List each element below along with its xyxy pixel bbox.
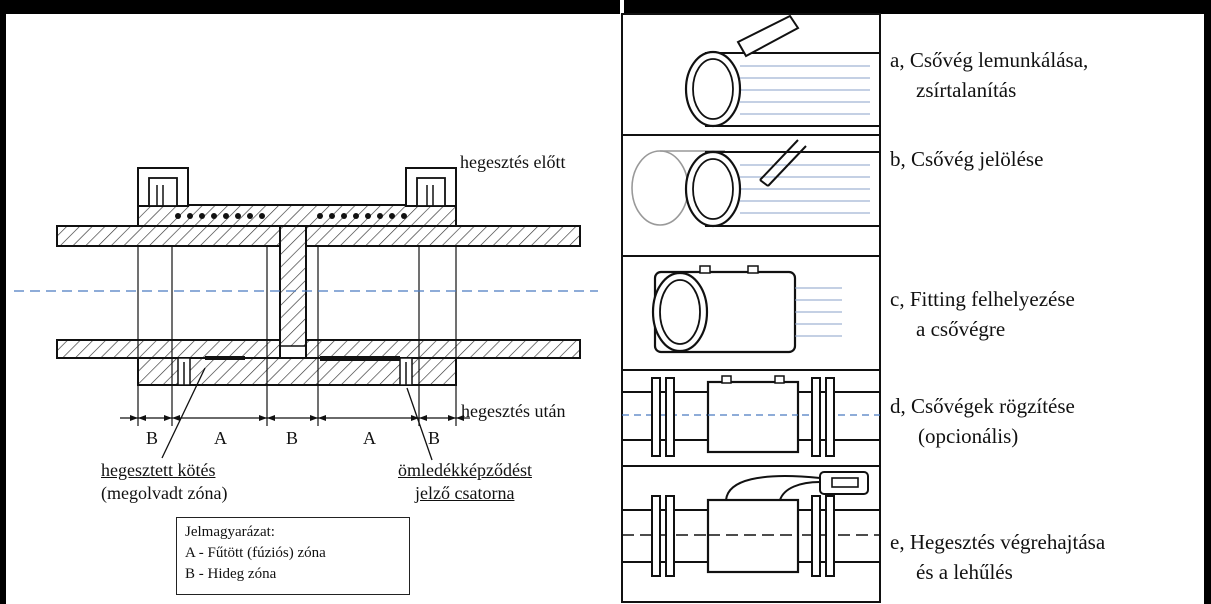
- zone-label-b2: B: [286, 428, 299, 448]
- legend-line-a: A - Fűtött (fúziós) zóna: [185, 545, 326, 561]
- step-a-illustration: [684, 14, 880, 128]
- step-c-title: c, Fitting felhelyezése: [890, 287, 1075, 311]
- weld-sublabel: (megolvadt zóna): [101, 483, 228, 503]
- pipe-wall-top-right: [305, 225, 581, 247]
- step-a-title: a, Csővég lemunkálása,: [890, 48, 1089, 72]
- step-e-illustration: [622, 471, 880, 577]
- coupler-top: [137, 204, 457, 227]
- legend-title: Jelmagyarázat:: [185, 524, 275, 540]
- weld-label: hegesztett kötés: [101, 460, 216, 480]
- zone-label-a1: A: [214, 428, 227, 448]
- pipe-wall-top-left: [56, 225, 281, 247]
- step-d-illustration: [622, 375, 880, 457]
- zone-label-b3: B: [428, 428, 441, 448]
- channel-label: ömledékképződést: [398, 460, 532, 480]
- channel-sublabel: jelző csatorna: [415, 483, 515, 503]
- zone-label-b1: B: [146, 428, 159, 448]
- step-c-illustration: [651, 265, 842, 354]
- step-e-title: e, Hegesztés végrehajtása: [890, 530, 1106, 554]
- step-c-subtitle: a csővégre: [916, 317, 1006, 341]
- step-a-subtitle: zsírtalanítás: [916, 78, 1017, 102]
- coupler-cross-section: [14, 167, 598, 461]
- label-after-welding: hegesztés után: [461, 401, 566, 421]
- legend-box: Jelmagyarázat: A - Fűtött (fúziós) zóna …: [176, 517, 410, 595]
- right-border: [1204, 0, 1211, 604]
- label-before-welding: hegesztés előtt: [460, 152, 566, 172]
- top-border-bar: [0, 0, 1211, 14]
- legend-line-b: B - Hideg zóna: [185, 566, 277, 582]
- step-d-subtitle: (opcionális): [918, 424, 1019, 448]
- pipe-wall-bottom-left: [56, 339, 281, 359]
- pipe-wall-bottom-right: [305, 339, 581, 359]
- zone-label-a2: A: [363, 428, 376, 448]
- step-d-title: d, Csővégek rögzítése: [890, 394, 1075, 418]
- left-border: [0, 0, 6, 604]
- step-b-title: b, Csővég jelölése: [890, 147, 1044, 171]
- step-e-subtitle: és a lehűlés: [916, 560, 1013, 584]
- step-b-illustration: [631, 139, 880, 228]
